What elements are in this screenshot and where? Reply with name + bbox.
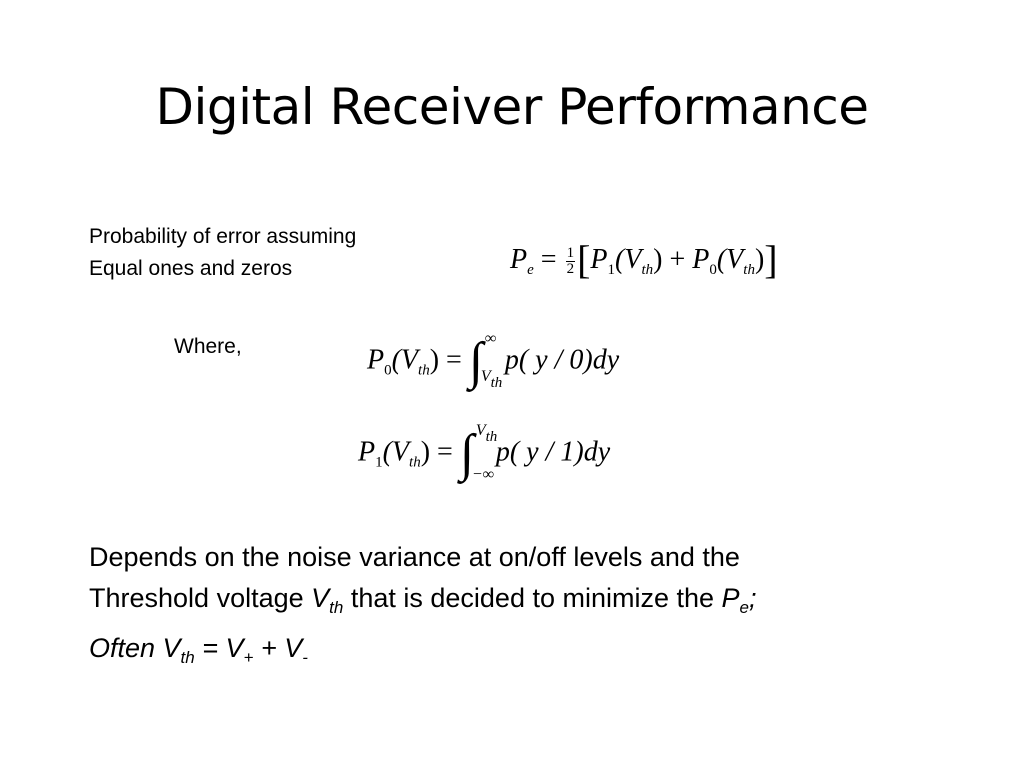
probability-note-line1: Probability of error assuming	[89, 225, 357, 248]
integral-sign: ∫∞Vth	[468, 330, 503, 391]
where-label: Where,	[174, 335, 242, 358]
body-line2: Threshold voltage Vth that is decided to…	[89, 583, 757, 617]
body-paragraph: Depends on the noise variance at on/off …	[89, 537, 989, 678]
probability-note: Probability of error assuming Equal ones…	[89, 221, 356, 285]
body-line1: Depends on the noise variance at on/off …	[89, 542, 740, 572]
probability-note-line2: Equal ones and zeros	[89, 257, 293, 280]
p1-integral-equation: P1(Vth) = ∫Vth−∞ p( y / 1)dy	[358, 422, 611, 483]
p0-integral-equation: P0(Vth) = ∫∞Vth p( y / 0)dy	[367, 330, 620, 391]
slide-title: Digital Receiver Performance	[155, 78, 869, 136]
body-line3: Often Vth = V+ + V-	[89, 633, 308, 667]
integral-sign: ∫Vth−∞	[459, 422, 498, 483]
